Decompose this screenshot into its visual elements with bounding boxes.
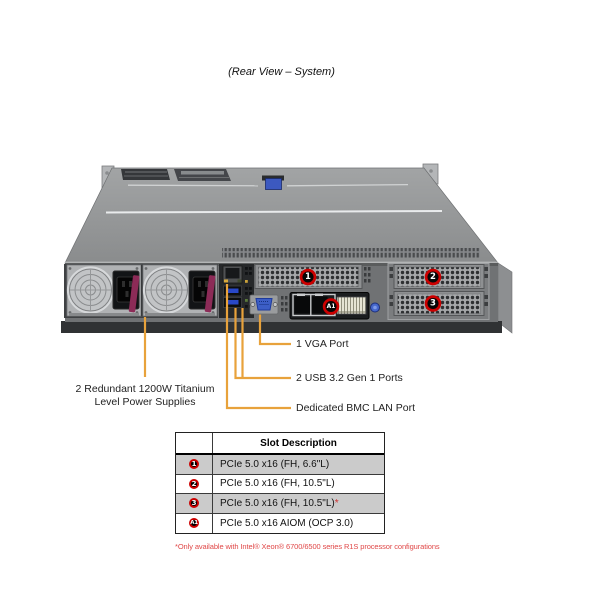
bmc-lan-port	[222, 265, 243, 284]
slot-3-badge: 3	[189, 498, 199, 509]
bmc-leader	[225, 284, 291, 410]
chassis-bottom-lip	[61, 321, 502, 333]
riser-latch-holes	[389, 267, 488, 306]
slot-1-badge: 1	[189, 459, 199, 470]
table-row: 1 PCIe 5.0 x16 (FH, 6.6"L)	[176, 455, 384, 475]
ocp-connector	[336, 296, 367, 315]
callout-lines	[143, 284, 291, 410]
power-supply-2	[142, 264, 218, 317]
svg-text:1: 1	[305, 272, 311, 282]
slot-badge-1: 1	[299, 268, 317, 286]
psu-clip-1	[128, 275, 140, 313]
chassis-top	[64, 167, 499, 264]
slot-3-desc: PCIe 5.0 x16 (FH, 10.5"L)	[220, 497, 335, 509]
usb-callout-label: 2 USB 3.2 Gen 1 Ports	[296, 372, 403, 384]
table-row: 2 PCIe 5.0 x16 (FH, 10.5"L)	[176, 474, 384, 494]
svg-text:3: 3	[430, 299, 436, 309]
slot-a1-badge: A1	[189, 518, 199, 529]
slot-2-desc: PCIe 5.0 x16 (FH, 10.5"L)	[220, 478, 335, 490]
table-row: 3 PCIe 5.0 x16 (FH, 10.5"L)*	[176, 494, 384, 514]
psu-bay	[64, 264, 218, 318]
table-row: A1 PCIe 5.0 x16 AIOM (OCP 3.0)	[176, 513, 384, 533]
psu-clip-2	[204, 275, 216, 313]
usb-ports	[223, 285, 242, 308]
bmc-callout-label: Dedicated BMC LAN Port	[296, 402, 416, 414]
aiom-slot-a1	[289, 292, 380, 320]
table-footnote: *Only available with Intel® Xeon® 6700/6…	[175, 542, 440, 551]
table-header-row: Slot Description	[176, 433, 384, 455]
slot-description-table: Slot Description 1 PCIe 5.0 x16 (FH, 6.6…	[175, 432, 385, 534]
power-supply-1	[66, 264, 142, 317]
slot-a1-desc: PCIe 5.0 x16 AIOM (OCP 3.0)	[220, 517, 354, 529]
usb-leader-1	[234, 308, 291, 380]
vga-port	[249, 294, 279, 315]
figure-title: (Rear View – System)	[228, 66, 335, 78]
slot-badge-a1: A1	[322, 298, 340, 315]
panel-latch-holes	[281, 267, 371, 312]
svg-text:A1: A1	[327, 303, 336, 310]
slot-3-note: *	[334, 497, 339, 509]
slot-1-desc: PCIe 5.0 x16 (FH, 6.6"L)	[220, 458, 330, 470]
pcie-slot-3	[393, 291, 485, 316]
top-vent-strip	[222, 248, 480, 258]
slot-2-badge: 2	[189, 478, 199, 489]
top-latch	[265, 178, 282, 190]
psu-callout-label: 2 Redundant 1200W Titanium Level Power S…	[55, 383, 235, 409]
psu-callout-line1: 2 Redundant 1200W Titanium	[75, 383, 215, 395]
io-panel	[219, 264, 254, 318]
slot-badge-2: 2	[424, 268, 442, 286]
slot-badge-3: 3	[424, 295, 442, 312]
header-description-cell: Slot Description	[260, 437, 337, 449]
header-slot-cell	[176, 433, 213, 453]
vga-callout-label: 1 VGA Port	[296, 338, 349, 350]
psu-callout-line2: Level Power Supplies	[94, 396, 196, 408]
svg-text:2: 2	[430, 272, 436, 282]
top-latch-base	[262, 175, 284, 181]
vga-leader	[258, 314, 291, 346]
